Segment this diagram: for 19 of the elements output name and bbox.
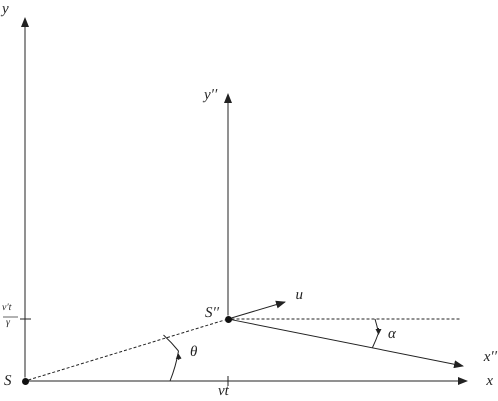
angle-label: θ [190, 345, 198, 360]
tick-label: γ [6, 318, 10, 328]
axis-arrow [230, 319, 464, 368]
axis-arrow [28, 377, 468, 385]
axis-label: y′′ [204, 86, 228, 106]
tick-label: vt [218, 384, 229, 399]
dashed-line [28, 320, 226, 380]
axis-label: x [467, 372, 493, 390]
angle-label: α [388, 327, 396, 342]
axis-label: y [2, 0, 25, 18]
point-label: S′′ [205, 304, 220, 322]
dashed-line [231, 318, 460, 320]
tick-label: v′t [2, 303, 12, 313]
point-label: S [4, 372, 12, 390]
axis-label: x′′ [463, 348, 497, 366]
axis-label: u [285, 286, 303, 302]
axis-arrow [230, 300, 286, 318]
axis-arrow [21, 17, 29, 378]
axis-arrow [224, 93, 232, 316]
